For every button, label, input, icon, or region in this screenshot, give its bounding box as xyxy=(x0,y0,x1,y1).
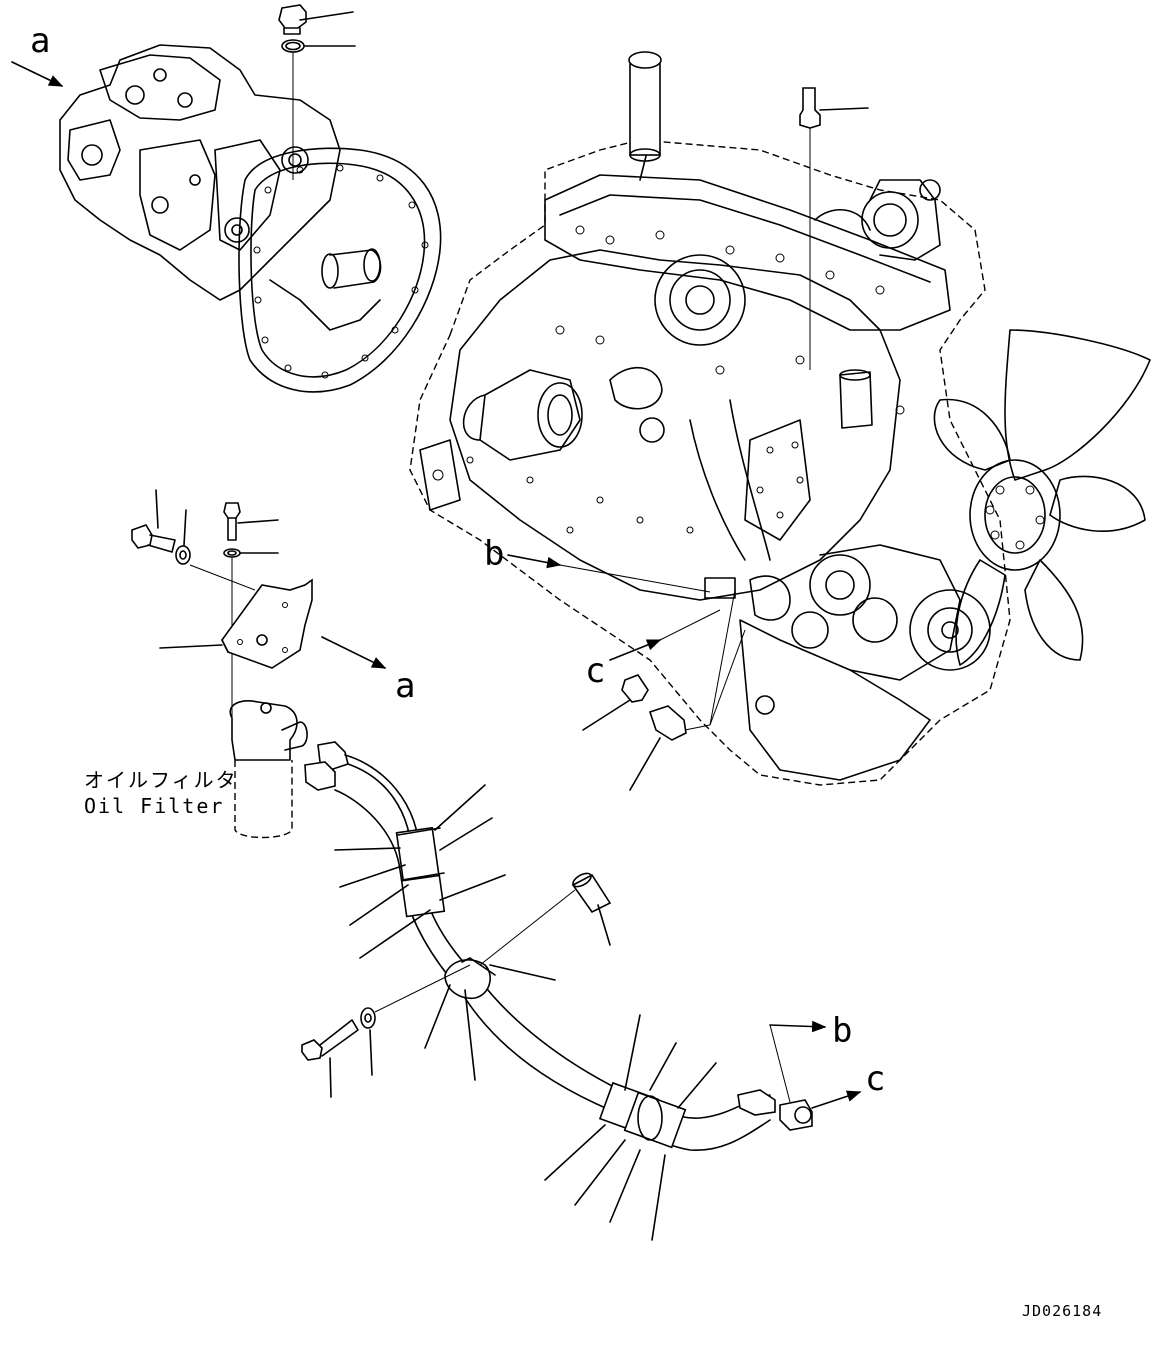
hose-clamp-bolt xyxy=(301,1019,359,1098)
engine-top-sensor xyxy=(799,87,869,370)
arrow-b-hose xyxy=(769,1020,827,1033)
label-a-top: a xyxy=(30,21,50,61)
oil-filter-label-en: Oil Filter xyxy=(84,794,224,818)
arrow-c-engine xyxy=(609,639,662,661)
label-c-engine: c xyxy=(585,651,605,691)
drawing-code: JD026184 xyxy=(1022,1302,1102,1320)
label-b-engine: b xyxy=(484,534,504,574)
cooling-fan xyxy=(933,329,1151,666)
hydraulic-pump xyxy=(59,44,442,393)
label-c-hose: c xyxy=(865,1059,885,1099)
hose-assembly xyxy=(304,741,813,1151)
oil-filter xyxy=(229,700,308,839)
engine-elbow-sensor xyxy=(629,589,746,791)
arrow-a-bracket xyxy=(321,636,387,669)
mounting-bracket xyxy=(159,564,313,669)
reference-arrows xyxy=(11,61,862,1109)
engine-connector-sensor xyxy=(582,674,649,731)
arrow-b-engine xyxy=(507,554,562,569)
engine xyxy=(409,51,1011,786)
bracket-washer-left xyxy=(175,509,191,565)
bracket-bolt-left xyxy=(131,489,176,553)
hose-leader-lines xyxy=(334,784,717,1241)
bracket-washer-top xyxy=(223,548,279,720)
hose-clamp-washer xyxy=(360,964,471,1076)
label-a-bracket: a xyxy=(395,666,415,706)
arrow-c-hose xyxy=(811,1090,862,1109)
arrow-a-top xyxy=(11,61,64,87)
pump-plug xyxy=(278,4,354,35)
pump-o-ring xyxy=(281,39,356,180)
bracket-bolt-top xyxy=(223,502,279,541)
label-b-hose: b xyxy=(832,1011,852,1051)
oil-filter-label-jp: オイルフィルタ xyxy=(84,768,238,792)
